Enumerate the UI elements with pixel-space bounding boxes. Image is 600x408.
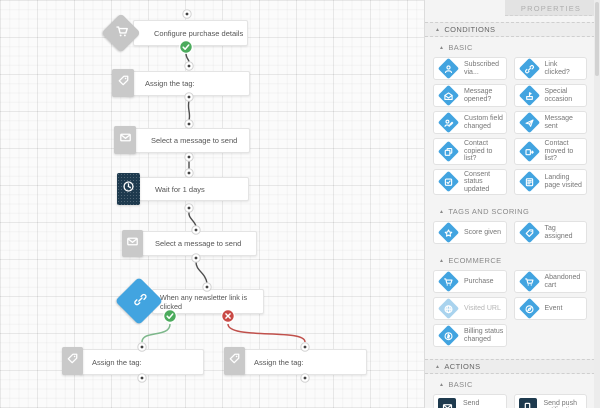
collapse-arrow-icon: ▲ (439, 44, 445, 51)
page-icon (518, 171, 540, 193)
group-actions-basic[interactable]: ▲ BASIC (439, 380, 473, 390)
node-label: Configure purchase details (154, 28, 244, 38)
workflow-node[interactable]: Wait for 1 days (129, 177, 249, 201)
node-icon-tile (114, 126, 136, 154)
checkbox-icon (437, 171, 460, 193)
tag-icon (228, 352, 241, 370)
workflow-node[interactable]: Assign the tag: (126, 71, 250, 96)
workflow-node[interactable]: Select a message to send (136, 231, 257, 256)
node-icon-tile (112, 69, 134, 97)
collapse-arrow-icon: ▲ (439, 208, 445, 215)
consent-status-updated-item[interactable]: Consent status updated (433, 168, 507, 196)
envelope-icon (119, 131, 132, 149)
section-conditions[interactable]: ▲ CONDITIONS (425, 22, 600, 37)
contact-moved-to-list-item[interactable]: Contact moved to list? (513, 138, 587, 165)
node-icon-tile (224, 347, 245, 375)
message-opened-item[interactable]: Message opened? (433, 84, 507, 107)
move-icon (518, 140, 540, 162)
custom-field-changed-item[interactable]: Custom field changed (433, 111, 507, 134)
send-message-item[interactable]: Send message (433, 394, 507, 408)
sidebar-scrollbar[interactable] (594, 0, 600, 408)
subscribed-via-item[interactable]: Subscribed via... (433, 57, 507, 80)
billing-icon (437, 325, 460, 347)
collapse-arrow-icon: ▲ (439, 381, 445, 388)
scrollbar-thumb[interactable] (595, 2, 599, 76)
visited-url-item[interactable]: Visited URL (433, 297, 507, 321)
workflow-node[interactable]: Select a message to send (128, 128, 250, 153)
clock-icon (122, 180, 135, 198)
workflow-node[interactable]: Assign the tag: (243, 349, 367, 375)
abandoned-cart-item[interactable]: Abandoned cart (513, 270, 587, 294)
mobile-icon (518, 398, 537, 408)
success-badge[interactable] (179, 40, 193, 54)
compass-icon (518, 298, 540, 320)
cart-icon (518, 271, 540, 293)
workflow-canvas[interactable]: Configure purchase details Assign the ta… (0, 0, 424, 408)
score-given-item[interactable]: Score given (433, 221, 507, 245)
success-badge[interactable] (163, 309, 177, 323)
node-label: Assign the tag: (145, 79, 195, 88)
node-icon-tile (101, 13, 141, 53)
cake-icon (518, 84, 540, 107)
node-label: When any newsletter link is clicked (160, 292, 248, 311)
node-icon-tile (62, 347, 83, 375)
tag-icon (518, 222, 540, 244)
contact-copied-to-list-item[interactable]: Contact copied to list? (433, 138, 507, 165)
section-actions[interactable]: ▲ ACTIONS (425, 359, 600, 375)
cart-icon (109, 21, 132, 44)
link-clicked-item[interactable]: Link clicked? (513, 57, 587, 80)
send-icon (518, 111, 540, 134)
special-occasion-item[interactable]: Special occasion (513, 84, 587, 107)
collapse-arrow-icon: ▲ (439, 257, 445, 264)
copy-icon (437, 140, 460, 162)
landing-page-visited-item[interactable]: Landing page visited (513, 168, 587, 196)
workflow-node[interactable]: Assign the tag: (80, 349, 204, 375)
purchase-item[interactable]: Purchase (433, 270, 507, 294)
node-icon-tile (114, 276, 164, 326)
node-icon-tile (122, 230, 143, 257)
link-icon (518, 57, 540, 80)
tag-icon (117, 74, 130, 92)
tag-assigned-item[interactable]: Tag assigned (513, 221, 587, 245)
node-label: Assign the tag: (254, 357, 304, 367)
person-icon (437, 57, 460, 80)
failure-connector-line (227, 323, 306, 343)
node-label: Select a message to send (155, 239, 242, 248)
success-connector-line (141, 323, 171, 343)
envelope-icon (438, 398, 456, 408)
collapse-arrow-icon: ▲ (435, 363, 441, 370)
envelope-icon (126, 235, 139, 253)
node-label: Assign the tag: (92, 357, 142, 367)
star-icon (437, 222, 460, 244)
billing-status-changed-item[interactable]: Billing status changed (433, 324, 507, 348)
node-label: Select a message to send (151, 136, 238, 145)
tag-icon (66, 352, 79, 370)
event-item[interactable]: Event (513, 297, 587, 321)
person-edit-icon (437, 111, 460, 134)
group-ecommerce[interactable]: ▲ ECOMMERCE (439, 256, 502, 266)
send-push-notification-item[interactable]: Send push notification (513, 394, 587, 408)
globe-icon (437, 298, 460, 320)
tab-properties[interactable]: PROPERTIES (505, 0, 597, 16)
link-icon (127, 289, 150, 312)
group-tags-and-scoring[interactable]: ▲ TAGS AND SCORING (439, 207, 530, 217)
envelope-open-icon (437, 84, 460, 107)
conditions-basic-grid: Subscribed via... Link clicked? Message op… (425, 55, 600, 201)
message-sent-item[interactable]: Message sent (513, 111, 587, 134)
collapse-arrow-icon: ▲ (435, 26, 441, 33)
node-icon-tile (117, 173, 140, 205)
workflow-node[interactable]: Configure purchase details (133, 20, 248, 46)
blocks-panel: PROPERTIES ▲ CONDITIONS ▲ BASIC Subscrib… (424, 0, 600, 408)
connector-dot[interactable] (137, 9, 310, 383)
cart-icon (437, 271, 460, 293)
node-label: Wait for 1 days (155, 184, 205, 194)
group-conditions-basic[interactable]: ▲ BASIC (439, 43, 473, 52)
actions-basic-grid: Send messageSend push notificationCustom… (425, 392, 600, 408)
failure-badge[interactable] (221, 309, 235, 323)
